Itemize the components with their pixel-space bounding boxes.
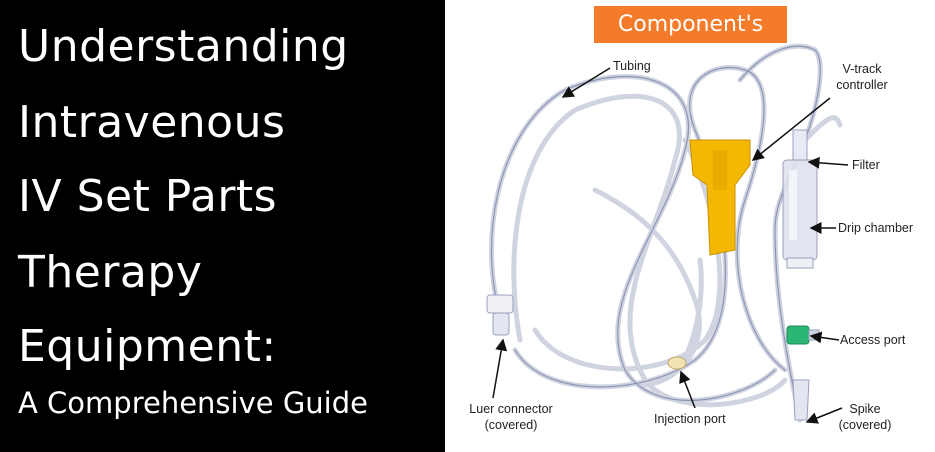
title-line-2: Intravenous (18, 97, 286, 148)
title-line-3: IV Set Parts (18, 171, 278, 222)
label-injection-port: Injection port (654, 412, 726, 426)
label-vtrack-line2: controller (836, 78, 888, 92)
luer-connector-shape (486, 294, 514, 336)
iv-set-illustration (486, 43, 849, 424)
label-drip-chamber: Drip chamber (838, 221, 914, 235)
label-access-port: Access port (840, 333, 906, 347)
spike-shape (792, 379, 810, 421)
arrow-injection-port (679, 370, 696, 409)
drip-chamber-shape (782, 129, 818, 269)
title-panel: Understanding Intravenous IV Set Parts T… (0, 0, 445, 452)
access-port-shape (786, 325, 820, 345)
title-line-4: Therapy (18, 247, 203, 298)
arrow-tubing (561, 67, 611, 98)
arrow-filter (807, 156, 849, 169)
arrow-luer-connector (492, 338, 508, 399)
label-luer-line1: Luer connector (469, 402, 553, 416)
subtitle: A Comprehensive Guide (18, 386, 368, 420)
label-luer-line2: (covered) (484, 418, 538, 432)
arrow-spike (805, 407, 843, 424)
label-spike-line2: (covered) (838, 418, 892, 432)
components-badge: Component's (594, 6, 787, 43)
vtrack-clamp-shape (689, 139, 751, 256)
label-tubing: Tubing (613, 59, 651, 73)
title-line-5: Equipment: (18, 321, 277, 372)
title-line-1: Understanding (18, 21, 349, 72)
label-spike-line1: Spike (849, 402, 881, 416)
arrow-vtrack (751, 97, 831, 161)
diagram-panel: Component's Tubing V-track controller Fi… (445, 0, 935, 452)
injection-port-shape (667, 356, 687, 370)
arrow-access-port (809, 331, 840, 344)
label-vtrack-line1: V-track (842, 62, 882, 76)
label-filter: Filter (852, 158, 880, 172)
